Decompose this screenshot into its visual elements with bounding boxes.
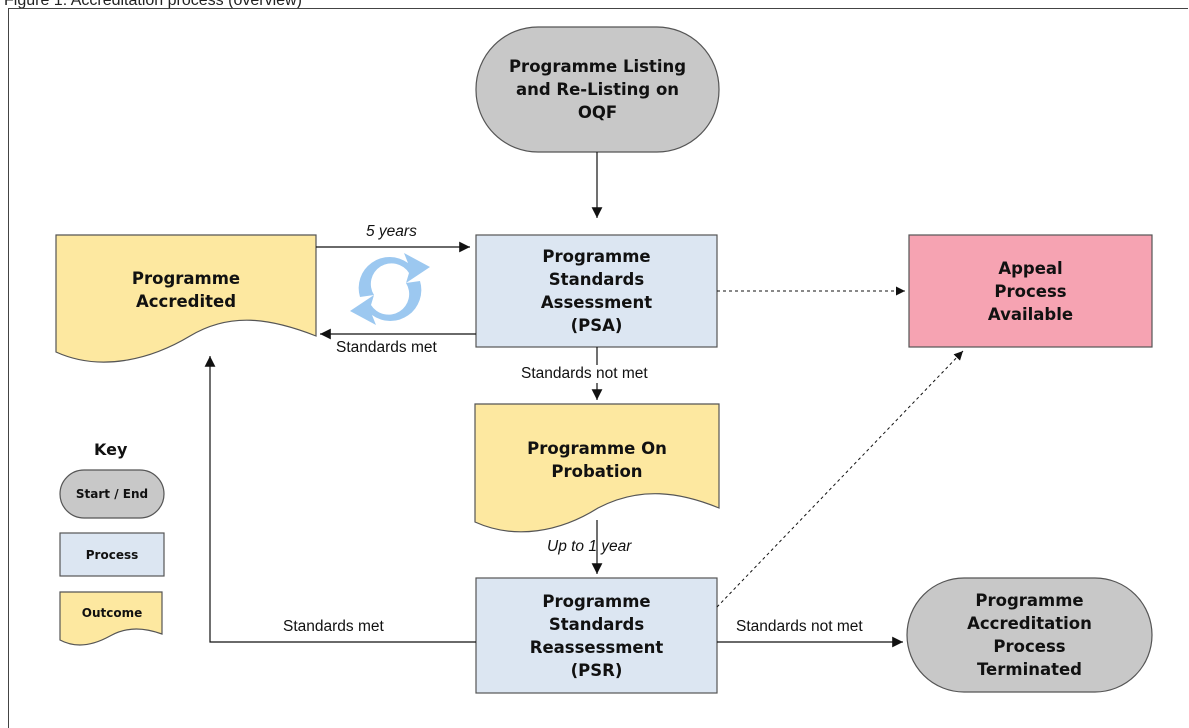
probation-document-shape	[474, 403, 720, 533]
accredited-label: Programme Accredited	[131, 269, 241, 311]
edge-label-standards-met-psr: Standards met	[283, 618, 384, 636]
key-process-label: Process	[85, 547, 139, 562]
diagram-frame	[8, 8, 1188, 728]
edge-psr-to-accredited	[204, 356, 476, 643]
accredited-document-shape	[55, 234, 317, 363]
psa-process-box	[475, 234, 718, 348]
edge-label-standards-not-met-psr: Standards not met	[736, 618, 863, 636]
edge-label-standards-not-met-psa: Standards not met	[521, 365, 648, 383]
appeal-box	[908, 234, 1153, 348]
psr-process-box	[475, 577, 718, 694]
listing-label: Programme Listing and Re-Listing on OQF	[508, 57, 687, 122]
edge-label-standards-met-psa: Standards met	[336, 339, 437, 357]
key-outcome-shape	[59, 591, 163, 646]
terminated-terminator	[906, 577, 1153, 693]
psa-label: Programme Standards Assessment (PSA)	[540, 247, 653, 335]
key-outcome-label: Outcome	[81, 606, 143, 620]
edge-psr-to-appeal	[716, 350, 964, 608]
terminated-label: Programme Accreditation Process Terminat…	[967, 591, 1092, 679]
figure-caption: Figure 1: Accreditation process (overvie…	[4, 0, 302, 9]
key-start-end-shape	[59, 469, 165, 519]
key-start-end-label: Start / End	[75, 487, 149, 501]
edge-label-five-years: 5 years	[366, 223, 417, 240]
probation-label: Programme On Probation	[527, 439, 667, 481]
cycle-icon	[350, 253, 430, 325]
key-process-shape	[59, 532, 165, 577]
edge-label-up-to-1-year: Up to 1 year	[547, 538, 632, 555]
appeal-label: Appeal Process Available	[987, 258, 1074, 324]
key-title: Key	[94, 440, 128, 459]
psr-label: Programme Standards Reassessment (PSR)	[529, 591, 664, 680]
